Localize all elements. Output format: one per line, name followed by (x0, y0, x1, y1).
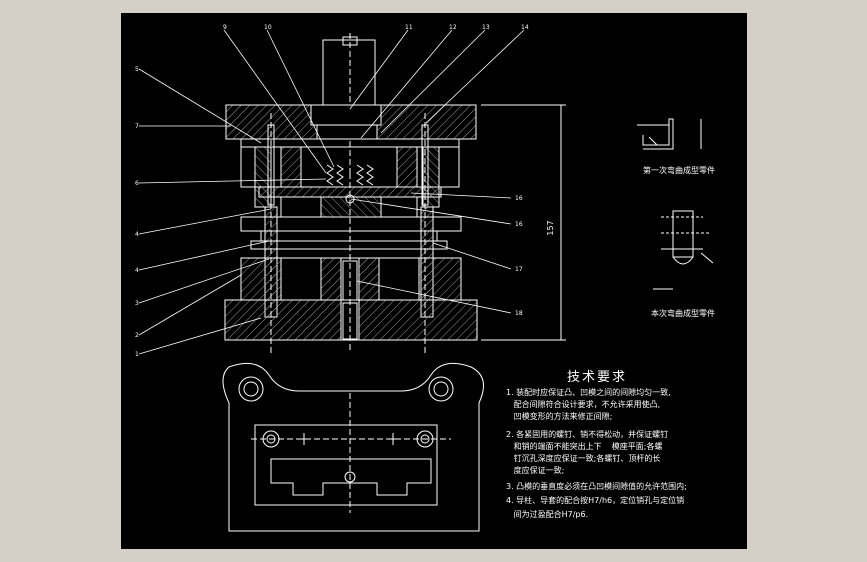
requirement-line: 1. 装配时应保证凸、凹模之间的间隙均匀一致, (506, 388, 671, 397)
callout: 4 (135, 267, 139, 274)
callout: 3 (135, 300, 139, 307)
requirement-line: 2. 各紧固用的螺钉、销不得松动，并保证螺钉 (506, 430, 669, 439)
callout: 16 (515, 195, 523, 202)
requirement-line: 凹模变形的方法来修正间隙; (506, 412, 613, 421)
requirement-line: 配合间隙符合设计要求，不允许采用使凸, (506, 400, 661, 409)
callout: 11 (405, 24, 413, 31)
section-view (224, 33, 478, 353)
callout: 16 (515, 221, 523, 228)
dimension-height-label: 157 (546, 220, 555, 235)
callout: 17 (515, 266, 523, 273)
second-bend-part-sketch (653, 210, 714, 290)
caption-second-bend: 本次弯曲成型零件 (651, 309, 715, 318)
cad-drawing-canvas: 1 5 7 (121, 13, 747, 549)
callout: 12 (449, 24, 457, 31)
callout: 1 (135, 351, 139, 358)
callout: 14 (521, 24, 529, 31)
callout: 9 (223, 24, 227, 31)
first-bend-part-sketch (637, 118, 702, 150)
requirement-line: 度应保证一致; (506, 466, 565, 475)
requirements-title: 技术要求 (567, 370, 628, 385)
svg-text:157: 157 (546, 220, 555, 235)
requirement-line: 4. 导柱、导套的配合按H7/h6，定位销孔与定位销 (506, 496, 685, 505)
callout: 5 (135, 66, 139, 73)
caption-first-bend: 第一次弯曲成型零件 (643, 166, 715, 175)
die-outline (222, 362, 484, 532)
requirement-line: 和销的端面不能突出上下 模座平面;各螺 (506, 442, 663, 451)
requirement-line: 钉沉孔深度应保证一致;各螺钉、顶杆的长 (506, 454, 661, 463)
height-dimension: 157 (481, 104, 566, 341)
die-shank (322, 39, 376, 106)
die-assembly-drawing: 1 5 7 (135, 24, 714, 532)
callout: 18 (515, 310, 523, 317)
callout: 4 (135, 231, 139, 238)
callout: 2 (135, 332, 139, 339)
requirement-line: 间为过盈配合H7/p6. (506, 510, 589, 519)
requirement-line: 3. 凸模的垂直度必须在凸凹模间隙值的允许范围内; (506, 482, 687, 491)
springs (326, 164, 374, 186)
callout: 6 (135, 180, 139, 187)
callout: 13 (482, 24, 490, 31)
leaders (138, 29, 525, 355)
callout: 7 (135, 123, 139, 130)
callout: 10 (264, 24, 272, 31)
callout-labels: 9 10 11 12 13 14 5 7 6 4 4 3 2 1 16 16 1… (135, 24, 529, 358)
plan-view (222, 362, 484, 532)
